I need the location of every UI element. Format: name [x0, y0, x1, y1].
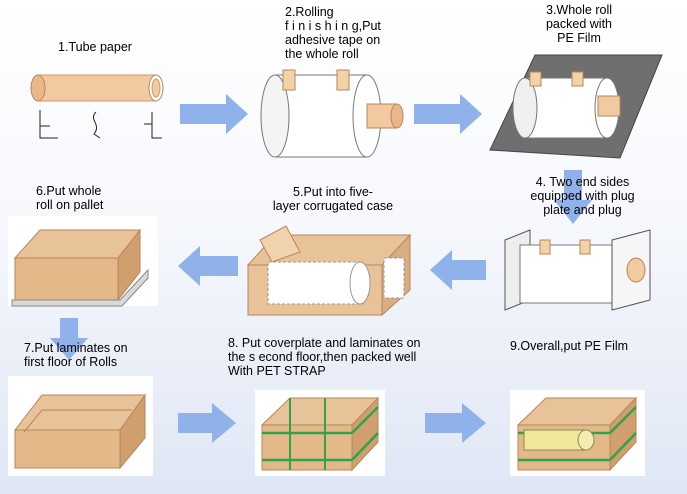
step-6-caption-line: roll on pallet [36, 198, 104, 212]
step-1-illustration [30, 74, 164, 139]
flow-arrow-8-to-9 [425, 403, 486, 443]
step-2-illustration [260, 69, 404, 158]
step-3-caption-line: PE Film [557, 31, 601, 45]
step-5-caption: 5.Put into five- layer corrugated case [258, 185, 408, 213]
flow-arrow-6-to-7 [50, 318, 88, 360]
step-4-caption-line: equipped with plug [530, 189, 635, 203]
step-4-caption-line: 4. Two end sides [535, 175, 630, 189]
step-7-caption: 7.Put laminates on first floor of Rolls [24, 341, 164, 369]
flow-arrow-4-to-5 [430, 250, 486, 290]
step-8-illustration [255, 390, 385, 476]
step-1-caption: 1.Tube paper [40, 40, 150, 54]
step-4-caption-line: plate and plug [543, 203, 622, 217]
step-4-caption: 4. Two end sides equipped with plug plat… [515, 175, 650, 217]
step-3-caption-line: packed with [545, 17, 612, 31]
step-9-illustration [510, 390, 645, 476]
step-5-illustration [246, 225, 412, 317]
flow-arrow-7-to-8 [178, 403, 236, 443]
flow-arrow-3-to-4 [554, 170, 592, 224]
step-3-illustration [489, 54, 663, 159]
step-7-illustration [8, 376, 153, 476]
step-7-caption-line: first floor of Rolls [24, 355, 118, 369]
flow-arrow-1-to-2 [180, 94, 248, 134]
step-8-caption: 8. Put coverplate and laminates on the s… [228, 336, 478, 378]
step-4-illustration [504, 229, 651, 311]
step-6-caption-line: 6.Put whole [36, 184, 102, 198]
step-3-caption-line: 3.Whole roll [546, 3, 612, 17]
step-2-caption-line: f i n i s h i n g,Put [285, 19, 381, 33]
step-5-caption-line: 5.Put into five- [293, 185, 373, 199]
step-7-caption-line: 7.Put laminates on [24, 341, 128, 355]
step-9-caption-line: 9.Overall,put PE Film [510, 339, 629, 353]
step-1-caption-line: 1.Tube paper [58, 40, 132, 54]
flow-arrow-5-to-6 [178, 246, 238, 286]
step-6-caption: 6.Put whole roll on pallet [36, 184, 146, 212]
step-8-caption-line: With PET STRAP [228, 364, 326, 378]
flow-arrow-2-to-3 [414, 94, 482, 134]
step-2-caption-line: 2.Rolling [285, 5, 334, 19]
step-5-caption-line: layer corrugated case [272, 199, 394, 213]
step-8-caption-line: the s econd floor,then packed well [228, 350, 417, 364]
step-2-caption-line: adhesive tape on [285, 33, 381, 47]
step-3-caption: 3.Whole roll packed with PE Film [524, 3, 634, 45]
step-2-caption-line: the whole roll [285, 47, 359, 61]
step-9-caption: 9.Overall,put PE Film [510, 339, 660, 353]
step-6-illustration [8, 216, 158, 307]
step-8-caption-line: 8. Put coverplate and laminates on [228, 336, 421, 350]
step-2-caption: 2.Rolling f i n i s h i n g,Put adhesive… [285, 5, 405, 61]
